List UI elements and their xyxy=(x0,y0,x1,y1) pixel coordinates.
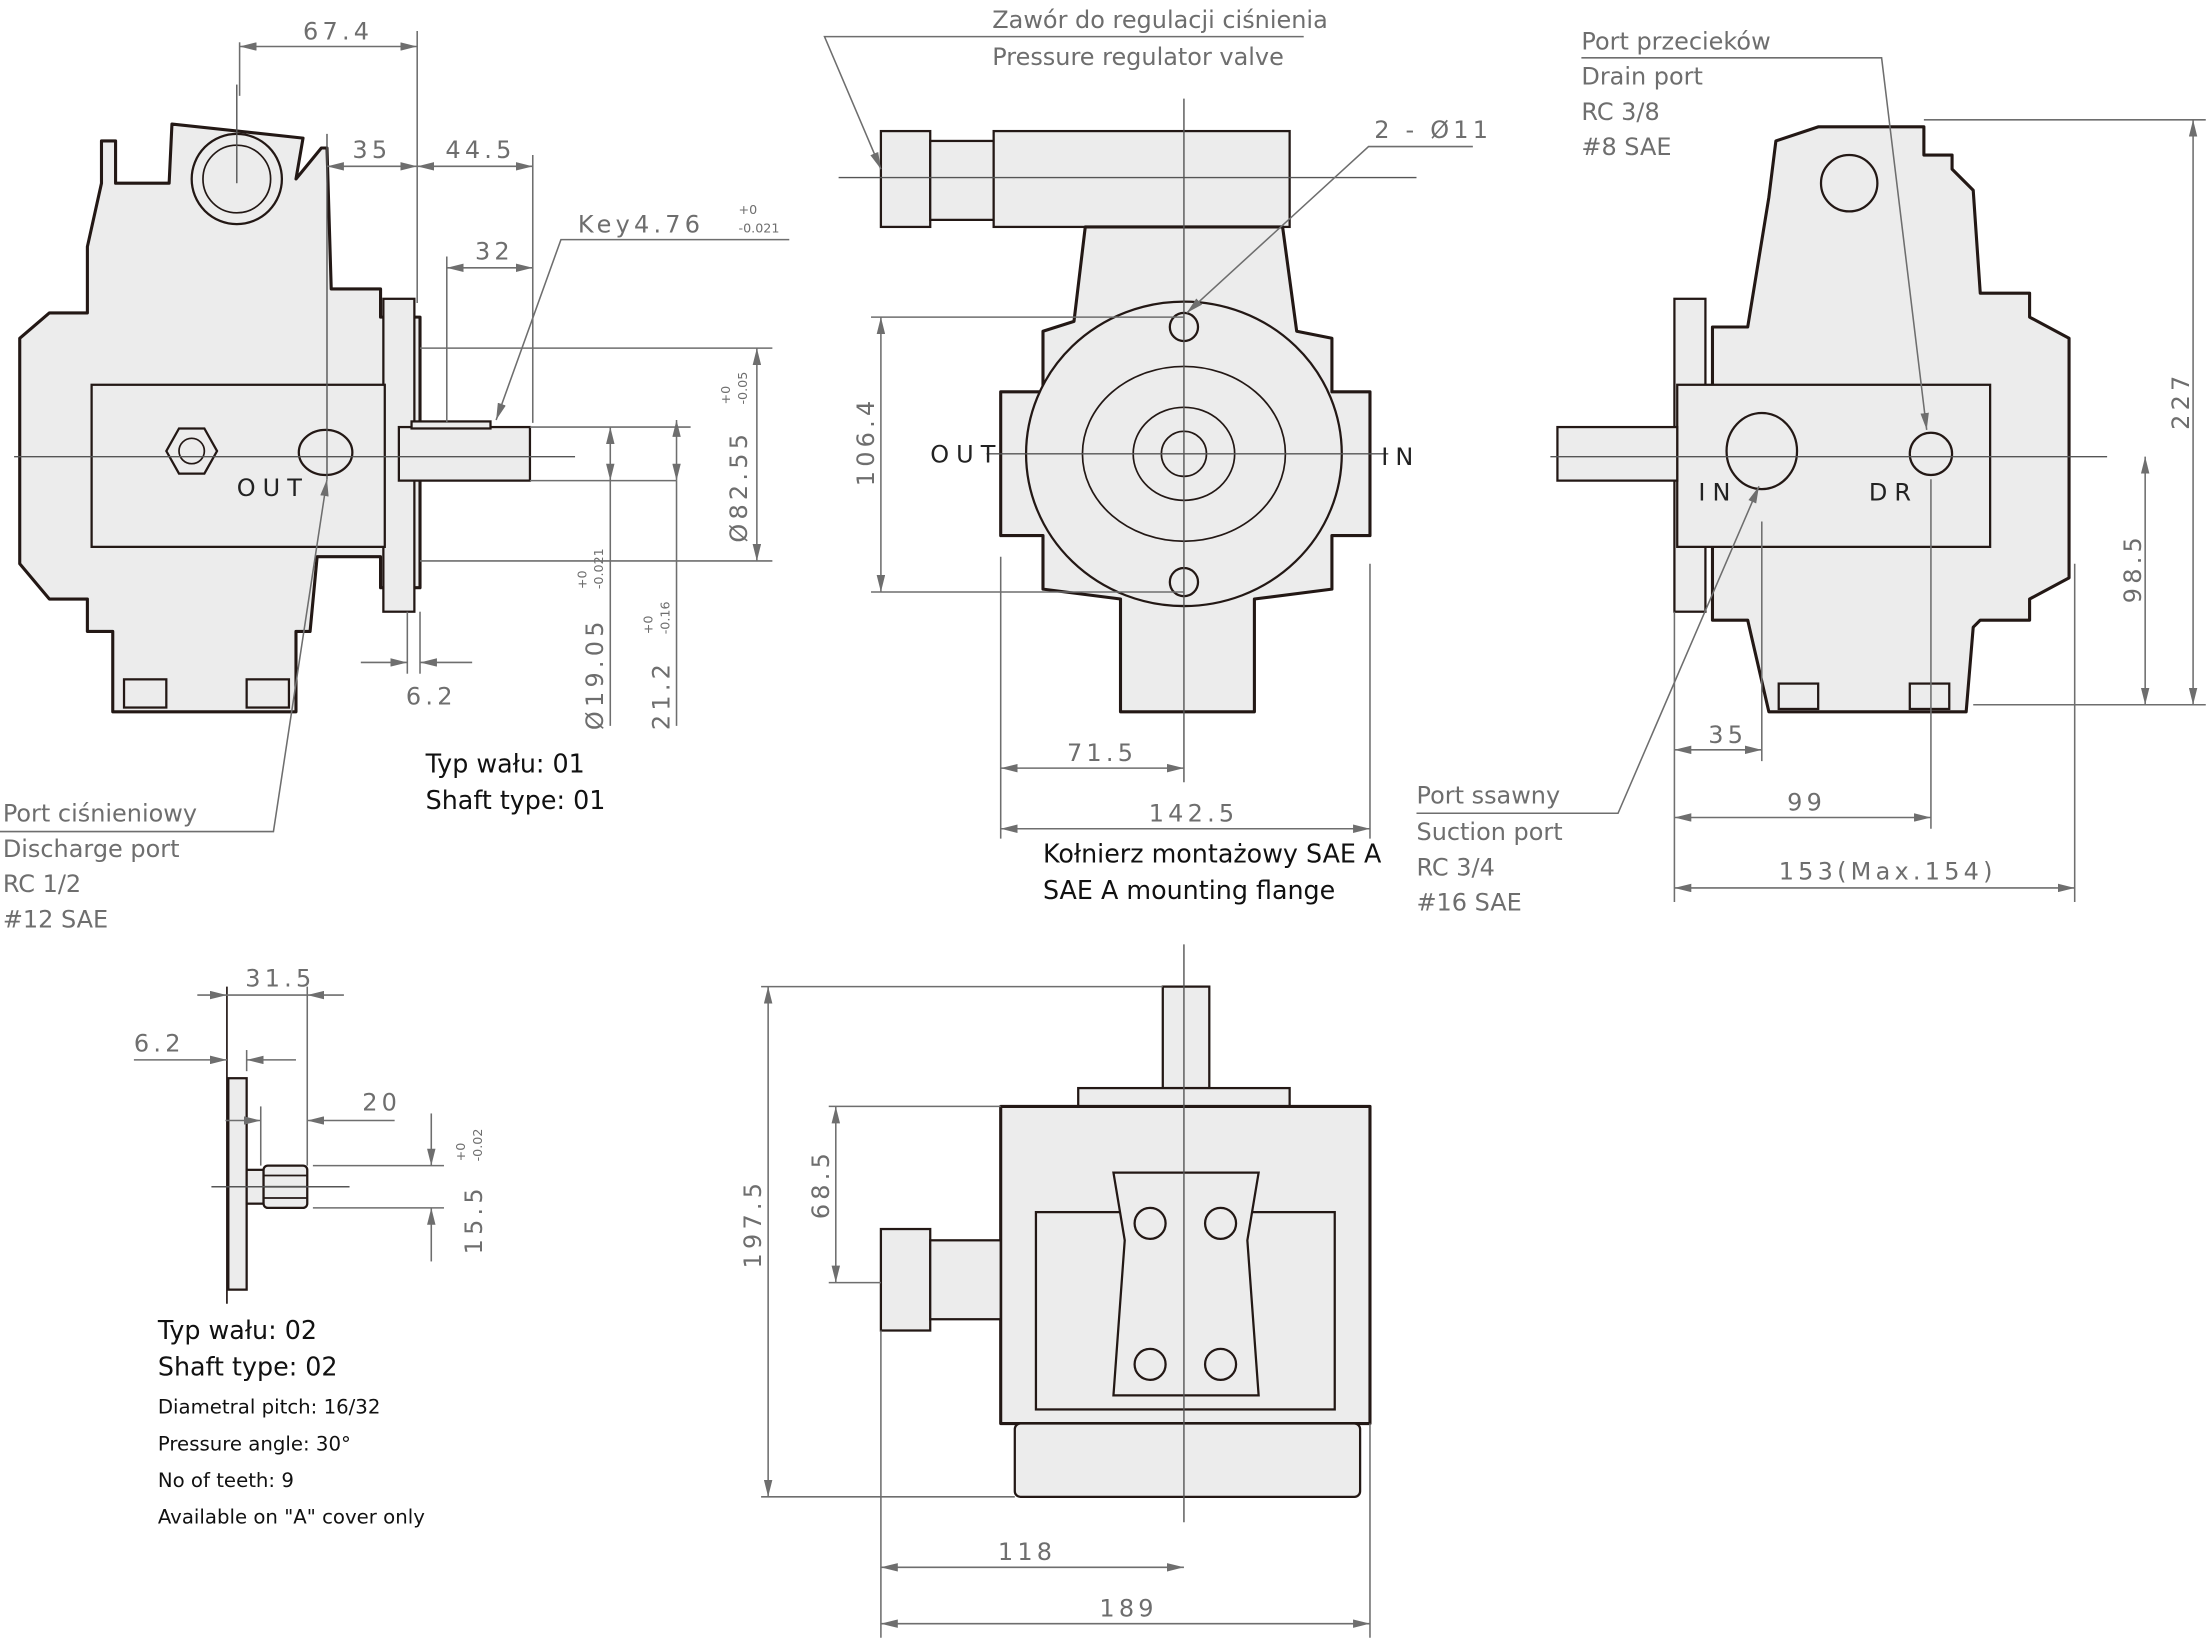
drain-thread: RC 3/8 xyxy=(1581,98,1659,126)
diametral-pitch: Diametral pitch: 16/32 xyxy=(158,1396,381,1419)
dim-71-5-text: 71.5 xyxy=(1067,739,1137,767)
discharge-sae: #12 SAE xyxy=(3,905,108,933)
valve-label-en: Pressure regulator valve xyxy=(992,43,1284,71)
holes-text: 2 - Ø11 xyxy=(1374,116,1492,144)
d19-tol-low: -0.021 xyxy=(591,548,606,589)
discharge-label-en: Discharge port xyxy=(3,835,180,863)
discharge-port xyxy=(297,428,354,477)
port-label-dr: DR xyxy=(1869,478,1918,506)
dim-227-text: 227 xyxy=(2167,371,2195,429)
discharge-label-pl: Port ciśnieniowy xyxy=(3,800,197,828)
shaft-key xyxy=(410,420,492,430)
dim-99-text: 99 xyxy=(1787,788,1826,816)
dim-106-4-text: 106.4 xyxy=(852,397,880,487)
shaft-02-type-pl: Typ wału: 02 xyxy=(157,1315,317,1345)
rear-cover xyxy=(1013,1422,1362,1498)
availability-note: Available on "A" cover only xyxy=(158,1506,425,1529)
holes-leader xyxy=(1186,145,1473,314)
port-label-in: IN xyxy=(1381,443,1420,471)
dim-82-55-text: Ø82.55 xyxy=(725,430,753,543)
shaft-02-plate xyxy=(227,1077,248,1291)
suction-thread: RC 3/4 xyxy=(1416,853,1494,881)
dim-21-2-text: 21.2 xyxy=(647,660,675,730)
dim-31-5-text: 31.5 xyxy=(245,965,315,993)
front-view: OUT IN Zawór do regulacji ciśnienia Pres… xyxy=(823,6,1492,905)
shaft-type-en: Shaft type: 01 xyxy=(426,785,606,815)
flange-label-pl: Kołnierz montażowy SAE A xyxy=(1043,839,1382,869)
port-label-out: OUT xyxy=(930,440,1002,468)
shaft-type-pl: Typ wału: 01 xyxy=(425,748,585,778)
suction-sae: #16 SAE xyxy=(1416,888,1521,916)
drain-leader xyxy=(1581,57,1929,430)
dim-189-text: 189 xyxy=(1099,1595,1157,1623)
suction-label-en: Suction port xyxy=(1416,818,1562,846)
suction-leader xyxy=(1416,485,1760,815)
d15-tol-low: -0.02 xyxy=(470,1129,485,1162)
d19-tol-up: +0 xyxy=(574,570,589,589)
dim-142-5-text: 142.5 xyxy=(1149,800,1239,828)
suction-label-pl: Port ssawny xyxy=(1416,781,1560,809)
discharge-leader xyxy=(0,479,329,833)
dim-44-5-text: 44.5 xyxy=(445,136,515,164)
suction-port xyxy=(1725,411,1799,491)
key-tol-up: +0 xyxy=(739,202,758,217)
side-view: OUT 67.4 35 44.5 32 Key4.76 +0 -0.021 Ø8… xyxy=(0,17,790,933)
dim-19-05-text: Ø19.05 xyxy=(581,617,609,730)
foot-right xyxy=(245,678,291,709)
dim-15-5-text: 15.5 xyxy=(460,1184,488,1254)
dim-35-rear-text: 35 xyxy=(1708,721,1747,749)
d21-tol-up: +0 xyxy=(641,616,656,635)
dim-20-text: 20 xyxy=(362,1089,401,1117)
discharge-thread: RC 1/2 xyxy=(3,870,81,898)
top-shaft xyxy=(1161,985,1211,1090)
cover-bolt-icons xyxy=(1133,1206,1238,1381)
teeth-count: No of teeth: 9 xyxy=(158,1469,294,1492)
rear-view: IN DR Port przecieków Drain port RC 3/8 … xyxy=(1416,27,2206,916)
d21-tol-low: -0.16 xyxy=(657,601,672,634)
dim-6-2-shaft-text: 6.2 xyxy=(134,1029,185,1057)
dim-6-2-text: 6.2 xyxy=(406,683,457,711)
port-label-out: OUT xyxy=(237,474,309,502)
dim-153-text: 153(Max.154) xyxy=(1779,857,1997,885)
pressure-angle: Pressure angle: 30° xyxy=(158,1432,351,1455)
key-leader xyxy=(495,238,790,421)
top-valve-cap xyxy=(879,1227,932,1332)
shaft-02-detail: 31.5 6.2 20 15.5 +0-0.02 Typ wału: 02 Sh… xyxy=(134,965,488,1529)
port-label-in: IN xyxy=(1698,478,1737,506)
key-tol-low: -0.021 xyxy=(739,221,780,236)
key-text: Key4.76 xyxy=(578,211,704,239)
dim-68-5-text: 68.5 xyxy=(807,1149,835,1219)
valve-cap xyxy=(879,129,932,229)
dim-197-5-text: 197.5 xyxy=(739,1179,767,1269)
hex-plug-icon xyxy=(165,427,219,475)
shaft-02-type-en: Shaft type: 02 xyxy=(158,1352,338,1382)
d82-tol-up: +0 xyxy=(718,386,733,405)
drain-port xyxy=(1908,431,1954,477)
valve-label-pl: Zawór do regulacji ciśnienia xyxy=(992,6,1328,34)
drain-label-en: Drain port xyxy=(1581,63,1703,91)
dim-118-text: 118 xyxy=(998,1538,1056,1566)
dim-32-text: 32 xyxy=(475,237,514,265)
d15-tol-up: +0 xyxy=(453,1143,468,1162)
dim-35-text: 35 xyxy=(352,136,391,164)
drain-sae: #8 SAE xyxy=(1581,133,1671,161)
flange-label-en: SAE A mounting flange xyxy=(1043,875,1335,905)
d82-tol-low: -0.05 xyxy=(735,372,750,405)
foot-left xyxy=(122,678,168,709)
valve-leader xyxy=(823,35,1304,170)
plug-icon xyxy=(1819,153,1879,213)
dim-98-5-text: 98.5 xyxy=(2119,533,2147,603)
top-view: 197.5 68.5 118 189 xyxy=(739,944,1372,1638)
rear-shaft xyxy=(1556,425,1679,482)
dim-67-4-text: 67.4 xyxy=(303,17,373,45)
shaft-01 xyxy=(397,425,532,482)
drain-label-pl: Port przecieków xyxy=(1581,27,1770,55)
regulator-valve xyxy=(992,129,1291,229)
